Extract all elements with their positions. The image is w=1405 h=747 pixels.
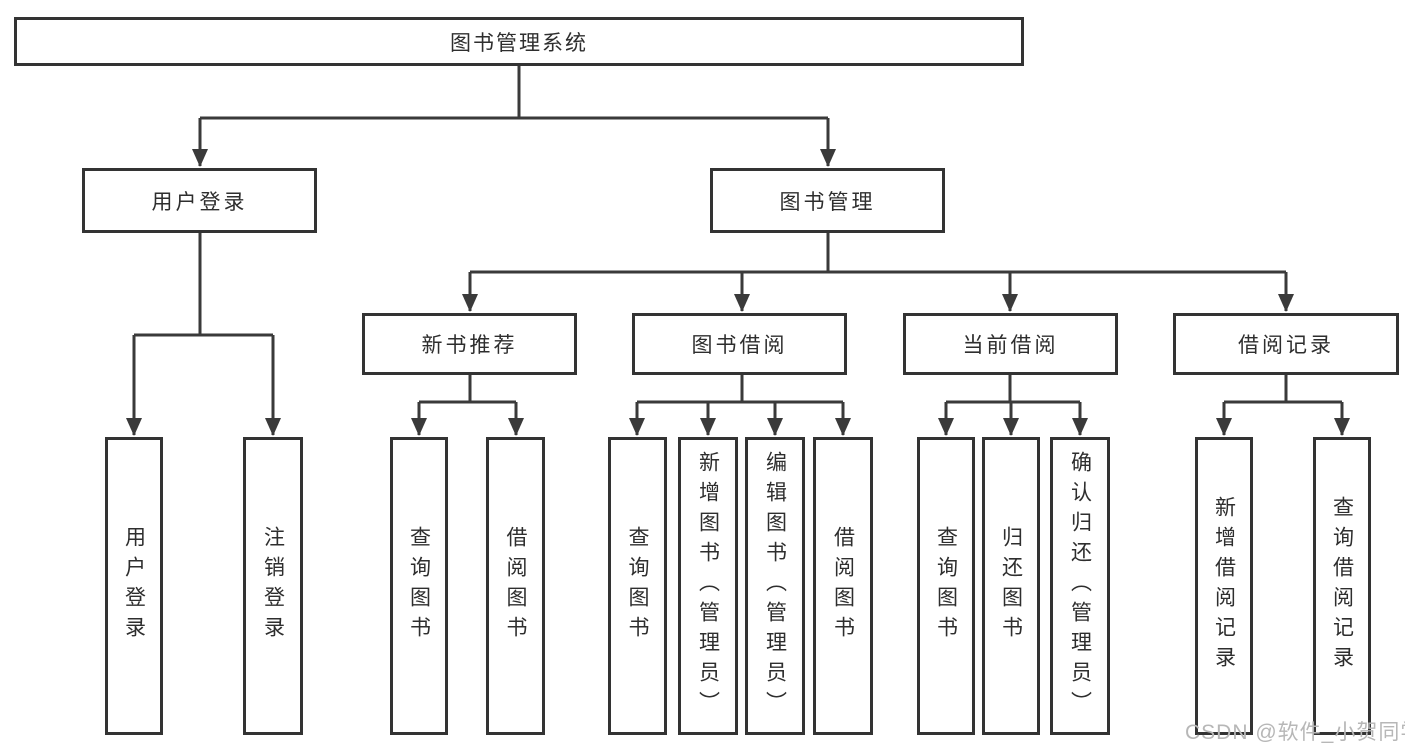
node-book-management: 图书管理 (710, 168, 945, 233)
node-user-login-label: 用户登录 (151, 190, 248, 214)
node-current-borrow-label: 当前借阅 (962, 334, 1059, 357)
leaf-add-borrow-record-label: 新增借阅记录 (1212, 496, 1236, 676)
leaf-add-book-admin-label: 新增图书（管理员） (696, 451, 720, 721)
leaf-logout-label: 注销登录 (261, 526, 285, 646)
leaf-borrow-books-label: 借阅图书 (831, 526, 855, 646)
node-book-borrow-label: 图书借阅 (691, 334, 788, 357)
leaf-edit-book-admin: 编辑图书（管理员） (745, 437, 805, 735)
leaf-query-borrow-record: 查询借阅记录 (1313, 437, 1371, 735)
leaf-user-login-label: 用户登录 (122, 526, 146, 646)
node-current-borrow: 当前借阅 (903, 313, 1118, 375)
leaf-return-book-label: 归还图书 (999, 526, 1023, 646)
leaf-add-book-admin: 新增图书（管理员） (678, 437, 738, 735)
node-root: 图书管理系统 (14, 17, 1024, 66)
node-borrow-records: 借阅记录 (1173, 313, 1399, 375)
leaf-confirm-return-admin-label: 确认归还（管理员） (1068, 451, 1092, 721)
node-new-book-recommend: 新书推荐 (362, 313, 577, 375)
connector-bus-paths (134, 66, 1342, 404)
node-book-management-label: 图书管理 (779, 190, 876, 214)
leaf-query-books-current-label: 查询图书 (934, 526, 958, 646)
node-new-book-recommend-label: 新书推荐 (421, 334, 518, 357)
node-borrow-records-label: 借阅记录 (1238, 334, 1334, 357)
node-root-label: 图书管理系统 (450, 31, 588, 55)
leaf-query-books-current: 查询图书 (917, 437, 975, 735)
leaf-confirm-return-admin: 确认归还（管理员） (1050, 437, 1110, 735)
leaf-query-books-borrow-label: 查询图书 (626, 526, 649, 646)
leaf-query-books-borrow: 查询图书 (608, 437, 667, 735)
leaf-query-books-recommend-label: 查询图书 (407, 526, 431, 646)
leaf-return-book: 归还图书 (982, 437, 1040, 735)
leaf-borrow-books: 借阅图书 (813, 437, 873, 735)
node-book-borrow: 图书借阅 (632, 313, 847, 375)
leaf-add-borrow-record: 新增借阅记录 (1195, 437, 1253, 735)
leaf-borrow-books-recommend-label: 借阅图书 (504, 526, 527, 646)
leaf-query-borrow-record-label: 查询借阅记录 (1330, 496, 1354, 676)
node-user-login: 用户登录 (82, 168, 317, 233)
leaf-logout: 注销登录 (243, 437, 303, 735)
leaf-edit-book-admin-label: 编辑图书（管理员） (763, 451, 787, 721)
csdn-watermark: CSDN @软件_小贺同学 (1185, 721, 1405, 744)
leaf-query-books-recommend: 查询图书 (390, 437, 448, 735)
leaf-borrow-books-recommend: 借阅图书 (486, 437, 545, 735)
leaf-user-login: 用户登录 (105, 437, 163, 735)
